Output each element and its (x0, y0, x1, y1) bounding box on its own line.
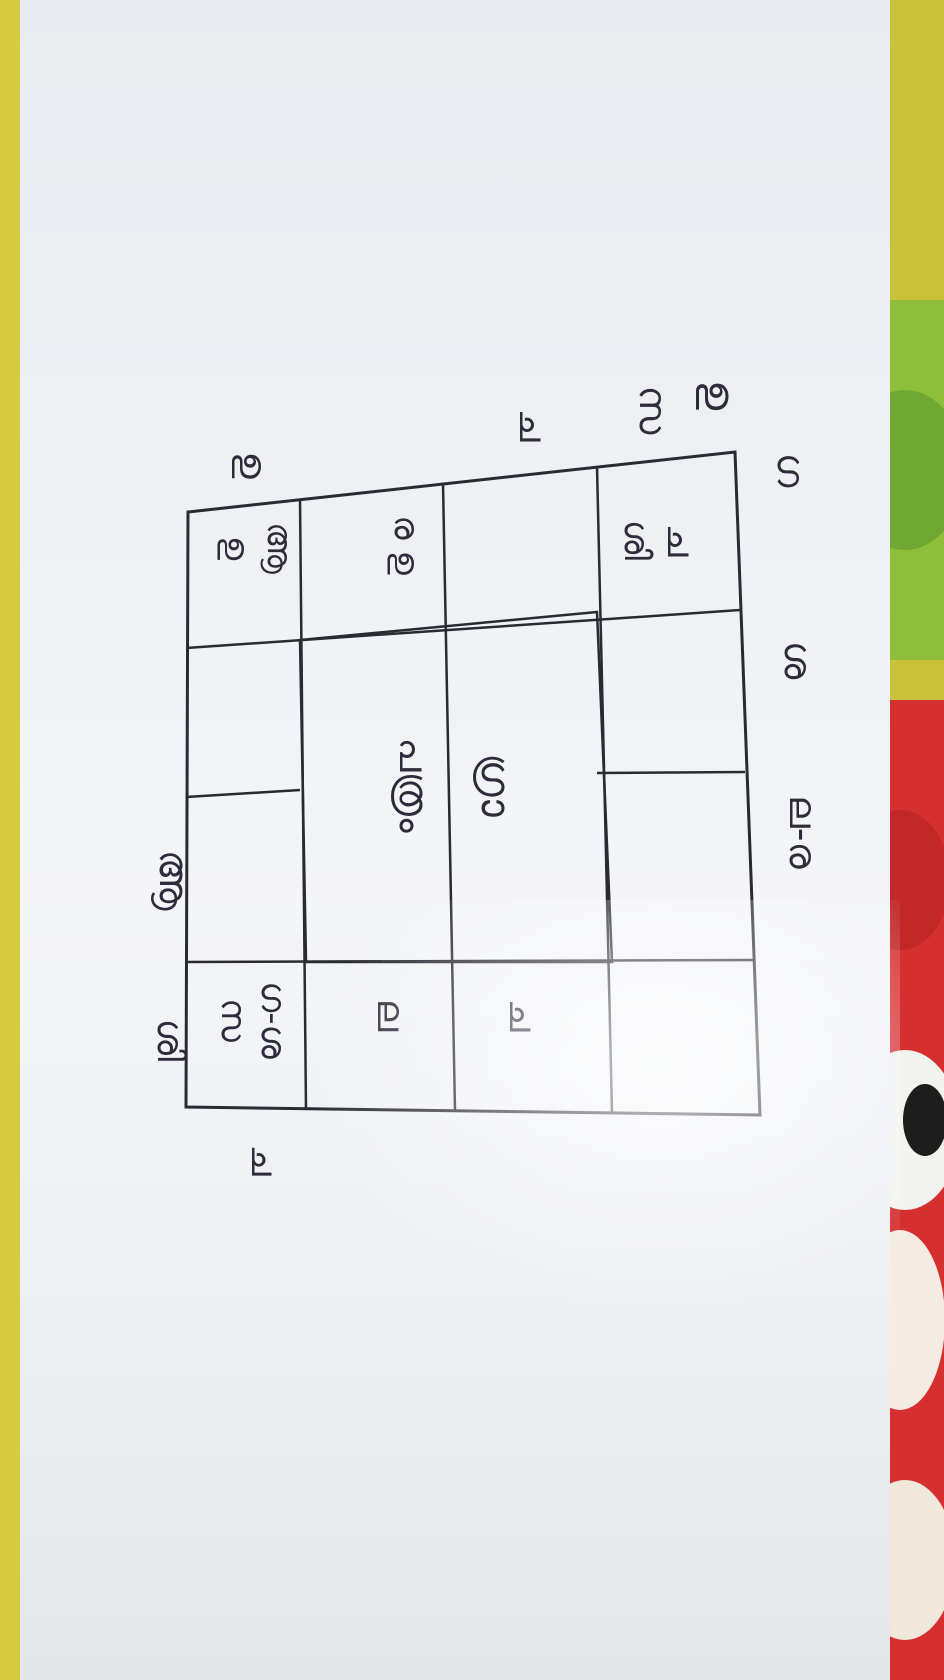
outer-label-right-lower: ച (511, 409, 555, 442)
cell-r1c4-bottom: ഉ (216, 536, 256, 561)
center-label-line2: പത്രം (390, 737, 436, 833)
outer-label-right-top-1: ഉ (695, 380, 744, 411)
cell-r4c4-line1: ഗ-ശ (253, 981, 293, 1059)
paper-sheet (20, 0, 890, 1680)
cell-r2-left-top: ര ഉ (386, 515, 426, 575)
cell-r4c3: ല (369, 999, 413, 1032)
chart-center-box (298, 610, 614, 964)
center-label-line1: ഗ്രാ (472, 753, 518, 817)
grid-line (185, 608, 741, 650)
outer-label-top-corner: ഗ (769, 453, 813, 488)
grid-line (441, 483, 457, 1111)
cell-r1c1-line2: ശി (616, 520, 656, 560)
cell-r4c2: ച (501, 999, 545, 1032)
cell-r1c4-top: ആ (259, 522, 299, 574)
outer-label-bottom-right: ശി (149, 1019, 190, 1062)
outer-label-right-top-2: സ (631, 386, 675, 435)
outer-label-bottom-far: ച (243, 1144, 284, 1176)
outer-label-bottom-mid: ആ (150, 850, 196, 911)
outer-label-top-mid: ശ (776, 641, 820, 680)
cell-r1c1-line1: ച (659, 524, 703, 557)
outer-label-top-left: ഉ (231, 451, 275, 479)
cell-r4c4-line2: സ (213, 998, 253, 1042)
grid-line (596, 770, 746, 775)
grid-line (185, 788, 301, 799)
outer-label-top-right: ല-ര (781, 795, 825, 869)
